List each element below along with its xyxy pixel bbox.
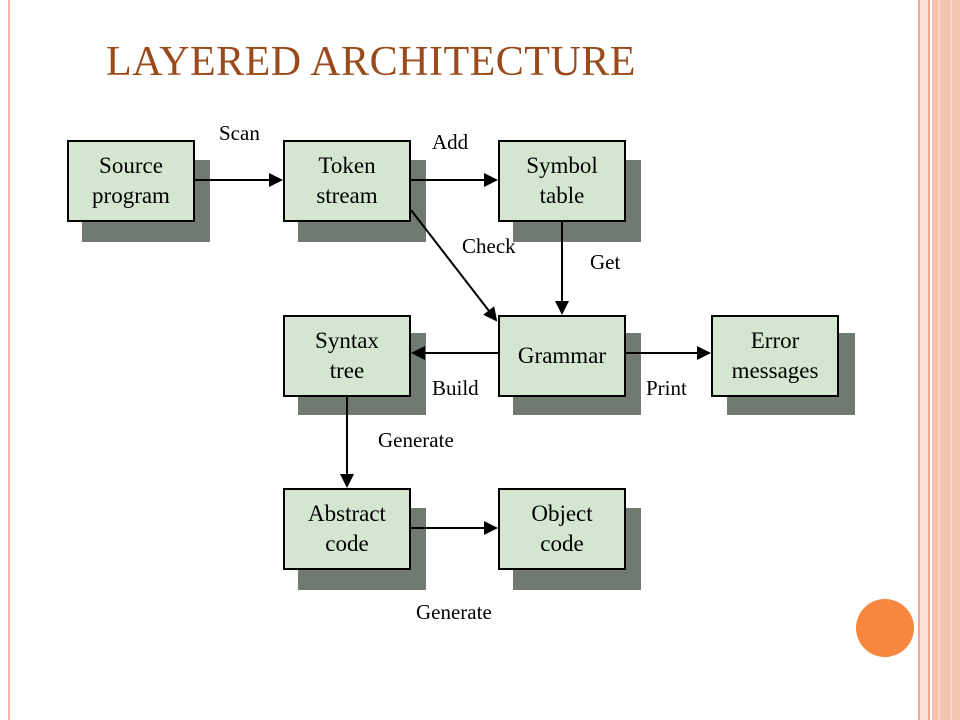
edge-label-get: Get [590,250,621,274]
node-label: Abstract code [308,501,386,556]
node-label: Syntax tree [315,328,379,383]
node-symbol-table: Symbol table [498,140,626,222]
node-label: Source program [92,153,170,208]
frame-right-line [928,0,930,720]
node-source-program: Source program [67,140,195,222]
frame-right-band [918,0,928,720]
slide-title: LAYERED ARCHITECTURE [106,39,636,85]
edge-label-scan: Scan [219,121,260,145]
node-abstract-code: Abstract code [283,488,411,570]
node-error-messages: Error messages [711,315,839,397]
frame-left-line [8,0,10,720]
edge-label-build: Build [432,376,479,400]
frame-right-band-outer [932,0,960,720]
node-syntax-tree: Syntax tree [283,315,411,397]
edge-label-print: Print [646,376,687,400]
node-token-stream: Token stream [283,140,411,222]
node-label: Error messages [731,328,819,383]
frame-right-line [918,0,920,720]
frame-right-line [938,0,940,720]
node-label: Symbol table [526,153,598,208]
frame-right-line [950,0,952,720]
node-label: Object code [531,501,593,556]
node-label: Token stream [316,153,378,208]
edge-label-add: Add [432,130,469,154]
edge-label-generate-tree: Generate [378,428,454,452]
node-object-code: Object code [498,488,626,570]
edge-label-check: Check [462,234,516,258]
arrow-check [410,209,498,322]
node-grammar: Grammar [498,315,626,397]
orange-circle-decoration [856,599,914,657]
edge-label-generate-code: Generate [416,600,492,624]
node-label: Grammar [517,343,607,368]
